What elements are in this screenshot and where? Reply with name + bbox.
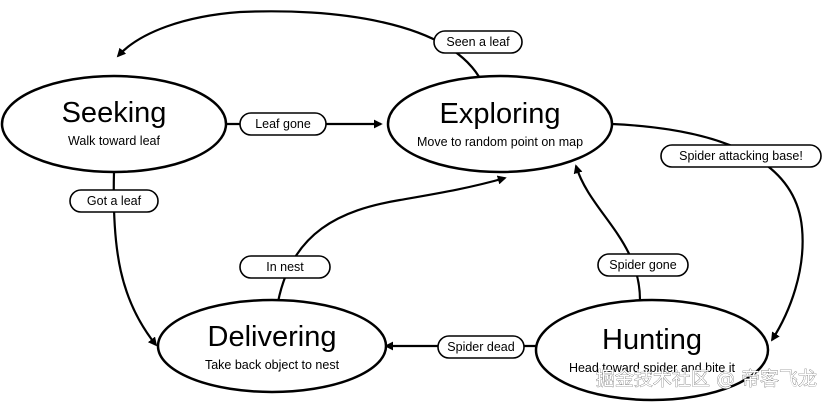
state-seeking: Seeking Walk toward leaf: [0, 74, 228, 174]
state-title: Hunting: [602, 324, 702, 356]
label-leaf-gone: Leaf gone: [239, 112, 327, 136]
label-spider-gone: Spider gone: [597, 253, 689, 277]
state-title: Seeking: [62, 97, 167, 129]
state-description: Move to random point on map: [417, 135, 583, 149]
label-spider-dead: Spider dead: [437, 335, 525, 359]
state-exploring: Exploring Move to random point on map: [386, 74, 614, 174]
transition-label: Spider dead: [447, 340, 514, 354]
edge-exploring-to-seeking: [116, 10, 483, 83]
state-description: Take back object to nest: [205, 358, 340, 372]
label-spider-attacking-base: Spider attacking base!: [660, 144, 822, 168]
label-got-a-leaf: Got a leaf: [69, 189, 159, 213]
state-title: Exploring: [440, 98, 561, 130]
watermark: 掘金技术社区 @ 帝客飞龙: [596, 368, 817, 390]
transition-label: Got a leaf: [87, 194, 142, 208]
edge-hunting-to-exploring: [573, 164, 642, 301]
state-title: Delivering: [208, 321, 337, 353]
edge-exploring-to-hunting: [611, 122, 804, 342]
transition-label: Seen a leaf: [446, 35, 510, 49]
transition-label: Spider gone: [609, 258, 676, 272]
label-seen-a-leaf: Seen a leaf: [433, 30, 523, 54]
transition-label: Spider attacking base!: [679, 149, 803, 163]
label-in-nest: In nest: [239, 255, 331, 279]
transition-label: Leaf gone: [255, 117, 311, 131]
state-description: Walk toward leaf: [68, 134, 160, 148]
edges: [112, 10, 804, 351]
transition-label: In nest: [266, 260, 304, 274]
state-description: Head toward spider and bite it: [569, 361, 736, 375]
edge-delivering-to-exploring: [276, 175, 507, 303]
state-hunting: Hunting Head toward spider and bite it: [534, 298, 770, 402]
state-delivering: Delivering Take back object to nest: [156, 298, 388, 394]
